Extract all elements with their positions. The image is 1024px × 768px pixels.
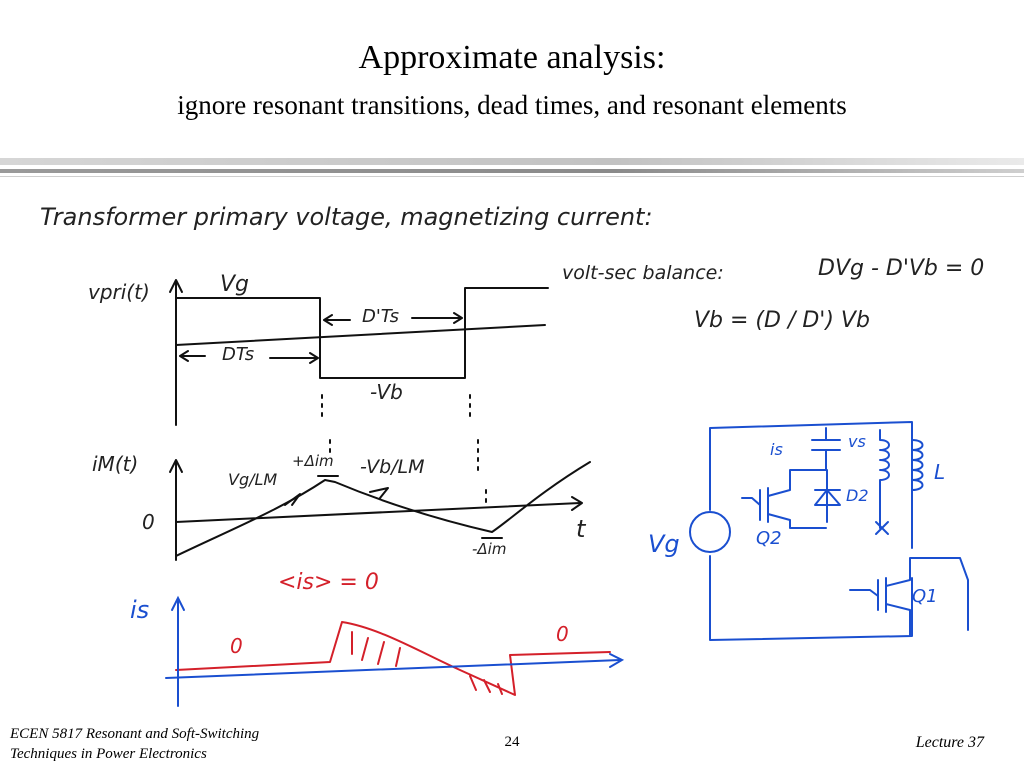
header-rule-dark bbox=[0, 169, 1024, 173]
slope-down-label: -Vb/LM bbox=[360, 456, 425, 478]
circuit-vg-label: Vg bbox=[648, 530, 680, 558]
circuit-is-label: is bbox=[770, 440, 783, 459]
dprime-ts-label: D'Ts bbox=[362, 306, 400, 327]
circuit-vg-source bbox=[689, 511, 731, 553]
vpri-waveform bbox=[175, 287, 549, 379]
minus-delta-im-label: -Δim bbox=[472, 540, 507, 558]
slide-title: Approximate analysis: bbox=[358, 39, 666, 76]
vpri-axis-arrow bbox=[169, 279, 183, 293]
dts-arrow bbox=[179, 350, 319, 364]
circuit-diode-d2 bbox=[814, 469, 841, 523]
circuit-l-label: L bbox=[934, 460, 946, 484]
circuit-inductor-lm bbox=[879, 429, 890, 529]
im-label: iM(t) bbox=[92, 452, 139, 476]
is-axis-label: is bbox=[130, 596, 150, 624]
im-zero-label: 0 bbox=[142, 510, 155, 534]
circuit-d2-label: D2 bbox=[846, 486, 869, 505]
circuit-cross-mark bbox=[875, 521, 889, 535]
is-hatching bbox=[351, 631, 503, 695]
circuit-q2-switch bbox=[741, 469, 827, 529]
header-rule-light bbox=[0, 158, 1024, 165]
slide-subtitle: ignore resonant transitions, dead times,… bbox=[177, 90, 847, 120]
is-zero-left-label: 0 bbox=[230, 634, 243, 658]
dprime-ts-arrow bbox=[323, 312, 463, 326]
circuit-outer-loop bbox=[709, 421, 913, 641]
is-time-axis bbox=[165, 659, 621, 679]
volt-sec-label: volt-sec balance: bbox=[562, 262, 724, 284]
plus-delta-im-label: +Δim bbox=[292, 452, 334, 470]
circuit-vs-label: vs bbox=[848, 432, 866, 451]
circuit-capacitor bbox=[811, 427, 841, 471]
is-axis-arrowhead bbox=[609, 653, 625, 668]
dts-label: DTs bbox=[222, 344, 255, 365]
guide-ticks bbox=[321, 394, 487, 506]
slope-up-arrow bbox=[284, 493, 301, 506]
balance-equation: DVg - D'Vb = 0 bbox=[818, 256, 985, 281]
footer-course: ECEN 5817 Resonant and Soft-Switching Te… bbox=[10, 724, 259, 764]
page-number: 24 bbox=[504, 734, 520, 750]
circuit-q1-switch bbox=[849, 557, 969, 637]
footer-lecture: Lecture 37 bbox=[915, 734, 984, 751]
im-time-axis bbox=[175, 502, 581, 523]
minus-vb-label: -Vb bbox=[370, 380, 403, 404]
vb-equation: Vb = (D / D') Vb bbox=[694, 308, 870, 333]
circuit-q1-label: Q1 bbox=[912, 586, 938, 607]
t-axis-label: t bbox=[576, 515, 586, 543]
slope-up-label: Vg/LM bbox=[228, 470, 278, 489]
vpri-zero-line bbox=[175, 324, 546, 346]
im-waveform bbox=[175, 461, 591, 557]
is-waveform bbox=[175, 621, 611, 696]
im-axis-arrow bbox=[169, 459, 183, 473]
is-zero-right-label: 0 bbox=[556, 622, 569, 646]
circuit-inductor-l bbox=[911, 439, 924, 491]
circuit-q2-label: Q2 bbox=[756, 528, 782, 549]
is-axis-arrow bbox=[171, 595, 185, 611]
vg-label: Vg bbox=[220, 272, 250, 297]
header-rule-thin bbox=[0, 176, 1024, 177]
vpri-label: vpri(t) bbox=[88, 280, 150, 304]
figure-heading: Transformer primary voltage, magnetizing… bbox=[40, 203, 653, 231]
im-axis-arrowhead bbox=[571, 496, 583, 511]
is-average-label: <is> = 0 bbox=[278, 570, 379, 595]
footer-course-line2: Techniques in Power Electronics bbox=[10, 746, 207, 762]
footer-course-line1: ECEN 5817 Resonant and Soft-Switching bbox=[10, 726, 260, 742]
slope-down-arrow bbox=[369, 487, 389, 499]
